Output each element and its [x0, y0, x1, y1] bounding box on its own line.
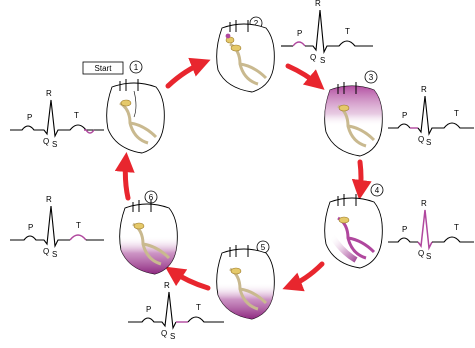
- svg-text:2: 2: [254, 19, 259, 28]
- svg-text:S: S: [52, 250, 57, 259]
- heart-stage-2: [216, 20, 275, 93]
- start-label: Start: [95, 64, 113, 73]
- svg-text:R: R: [421, 199, 427, 208]
- svg-text:P: P: [28, 223, 33, 232]
- svg-text:T: T: [76, 221, 81, 230]
- svg-text:Q: Q: [43, 247, 49, 256]
- svg-text:Q: Q: [43, 137, 49, 146]
- step-number-4: 4: [370, 183, 384, 197]
- heart-stage-3: [324, 82, 383, 157]
- arrow-3-to-4: [351, 159, 372, 200]
- heart-stage-6: [119, 200, 178, 275]
- svg-text:T: T: [345, 27, 350, 36]
- svg-text:R: R: [421, 85, 427, 94]
- ecg-trace-3: P R Q S T: [388, 85, 474, 147]
- step-number-1: 1: [129, 60, 143, 74]
- svg-text:4: 4: [375, 186, 380, 195]
- arrow-6-to-1: [114, 152, 135, 201]
- svg-text:P: P: [297, 29, 302, 38]
- step-number-6: 6: [144, 190, 158, 204]
- ecg-trace-1: P R Q S T: [10, 89, 104, 149]
- svg-text:6: 6: [149, 193, 154, 202]
- svg-text:Q: Q: [418, 135, 424, 144]
- svg-text:R: R: [315, 0, 321, 8]
- svg-text:R: R: [164, 281, 170, 290]
- svg-text:S: S: [170, 332, 175, 341]
- heart-stage-4: [324, 194, 383, 269]
- svg-text:S: S: [426, 252, 431, 261]
- svg-text:3: 3: [369, 73, 374, 82]
- svg-text:S: S: [52, 140, 57, 149]
- ecg-trace-5: P R Q S T: [128, 281, 224, 341]
- svg-text:S: S: [320, 56, 325, 65]
- svg-text:R: R: [46, 89, 52, 98]
- start-label-box: Start: [82, 61, 124, 75]
- svg-text:S: S: [426, 138, 431, 147]
- svg-text:P: P: [27, 113, 32, 122]
- svg-text:R: R: [46, 195, 52, 204]
- ecg-trace-6: P R Q S T: [10, 195, 104, 259]
- svg-text:Q: Q: [310, 53, 316, 62]
- arrow-5-to-6: [165, 266, 211, 291]
- svg-text:P: P: [146, 305, 151, 314]
- svg-text:Q: Q: [161, 329, 167, 338]
- svg-text:T: T: [74, 111, 79, 120]
- svg-text:1: 1: [134, 63, 139, 72]
- ecg-trace-2: P R Q S T: [281, 0, 373, 65]
- svg-text:5: 5: [261, 243, 266, 252]
- ecg-trace-4: P R Q S T: [388, 199, 474, 261]
- svg-text:Q: Q: [418, 249, 424, 258]
- svg-text:P: P: [402, 111, 407, 120]
- svg-text:T: T: [454, 223, 459, 232]
- heart-stage-1: [106, 79, 165, 154]
- heart-stage-5: [216, 245, 275, 320]
- svg-text:T: T: [454, 109, 459, 118]
- step-number-3: 3: [364, 70, 378, 84]
- svg-text:P: P: [402, 225, 407, 234]
- arrow-1-to-2: [165, 57, 211, 89]
- arrow-4-to-5: [282, 261, 325, 292]
- arrow-2-to-3: [285, 63, 325, 90]
- cycle-arrows: [114, 57, 372, 292]
- svg-text:T: T: [196, 303, 201, 312]
